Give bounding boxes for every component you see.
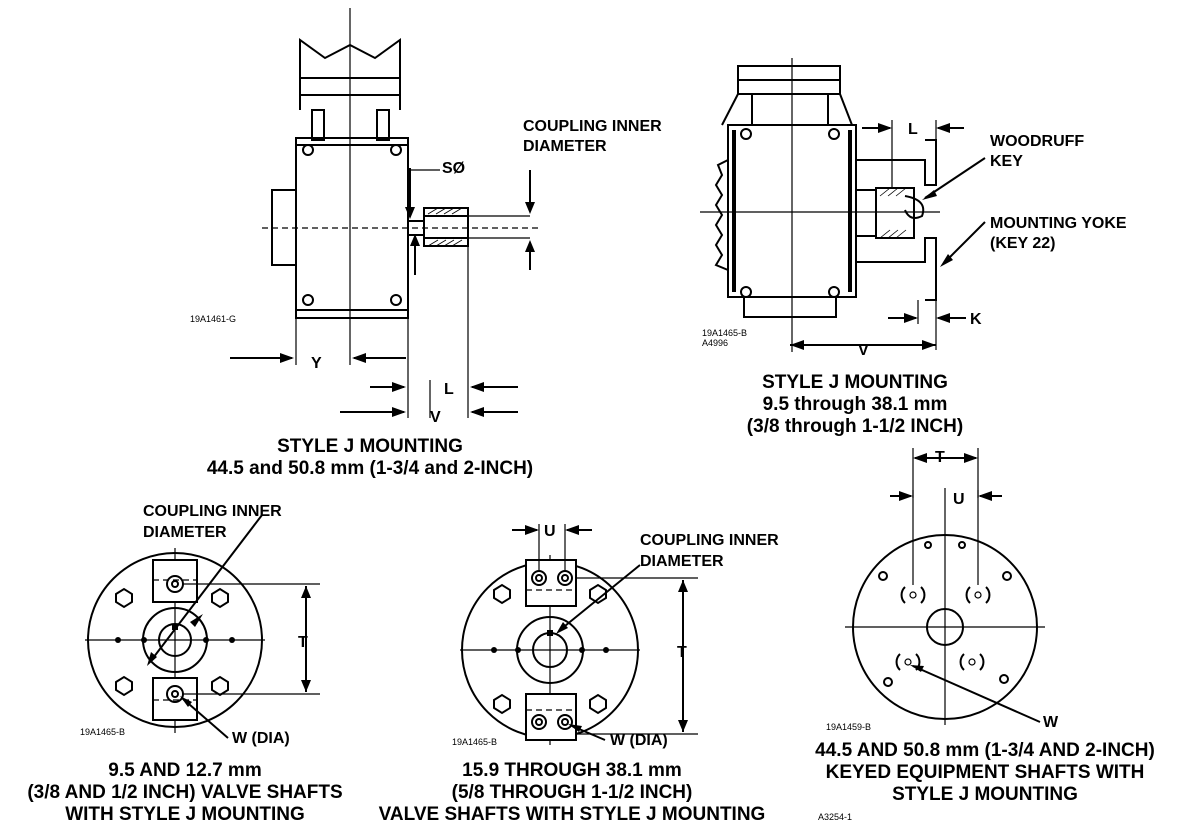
t-dimension-label-br: T xyxy=(935,449,945,466)
drawing-ref-bottom-left: 19A1465-B xyxy=(80,727,125,737)
coupling-inner-diameter-label-bm-2: DIAMETER xyxy=(640,553,724,570)
caption-top-right-line-1: STYLE J MOUNTING xyxy=(762,372,948,393)
drawing-ref-top-right-2: A4996 xyxy=(702,338,728,348)
woodruff-key-label: WOODRUFF xyxy=(990,133,1084,150)
sheet-ref: A3254-1 xyxy=(818,812,852,822)
caption-bottom-left-line-2: (3/8 AND 1/2 INCH) VALVE SHAFTS xyxy=(27,782,342,803)
caption-bottom-middle-line-1: 15.9 THROUGH 38.1 mm xyxy=(462,760,682,781)
view-top-right: L WOODRUFF KEY MOUNTING YOKE (KEY 22) K … xyxy=(700,58,1127,437)
coupling-inner-diameter-label-bl-2: DIAMETER xyxy=(143,524,227,541)
coupling-inner-diameter-label-2: DIAMETER xyxy=(523,138,607,155)
caption-bottom-middle-line-3: VALVE SHAFTS WITH STYLE J MOUNTING xyxy=(379,804,766,825)
u-dimension-label-bm: U xyxy=(544,523,556,540)
t-dimension-label-bl: T xyxy=(298,634,308,651)
w-diameter-label-bm: W (DIA) xyxy=(610,732,668,749)
caption-top-left-line-1: STYLE J MOUNTING xyxy=(277,436,463,457)
mounting-yoke-key-label: (KEY 22) xyxy=(990,235,1056,252)
drawing-ref-top-right: 19A1465-B xyxy=(702,328,747,338)
coupling-inner-diameter-label: COUPLING INNER xyxy=(523,118,662,135)
l-dimension-label: L xyxy=(444,381,454,398)
v-dimension-label: V xyxy=(430,409,441,426)
k-dimension-label: K xyxy=(970,311,982,328)
u-dimension-label-br: U xyxy=(953,491,965,508)
drawing-ref-top-left: 19A1461-G xyxy=(190,314,236,324)
caption-bottom-right-line-2: KEYED EQUIPMENT SHAFTS WITH xyxy=(826,762,1145,783)
coupling-inner-diameter-label-bm: COUPLING INNER xyxy=(640,532,779,549)
view-bottom-middle: U COUPLING INNER DIAMETER T W (DIA) 19A1… xyxy=(379,523,779,825)
w-label-br: W xyxy=(1043,714,1059,731)
y-dimension-label: Y xyxy=(311,355,322,372)
t-dimension-label-bm: T xyxy=(677,644,687,661)
woodruff-key-label-2: KEY xyxy=(990,153,1023,170)
drawing-ref-bottom-right: 19A1459-B xyxy=(826,722,871,732)
caption-bottom-left-line-3: WITH STYLE J MOUNTING xyxy=(65,804,305,825)
caption-bottom-right-line-1: 44.5 AND 50.8 mm (1-3/4 AND 2-INCH) xyxy=(815,740,1155,761)
v-dimension-label-right: V xyxy=(858,342,869,359)
view-bottom-right: T U W 19A1459-B 44.5 AND 50.8 mm (1-3/4 … xyxy=(815,448,1155,822)
coupling-inner-diameter-label-bl: COUPLING INNER xyxy=(143,503,282,520)
l-dimension-label-right: L xyxy=(908,121,918,138)
caption-bottom-left-line-1: 9.5 AND 12.7 mm xyxy=(108,760,261,781)
caption-bottom-middle-line-2: (5/8 THROUGH 1-1/2 INCH) xyxy=(452,782,693,803)
s-diameter-label: SØ xyxy=(442,160,465,177)
view-bottom-left: COUPLING INNER DIAMETER T W (DIA) 19A146… xyxy=(27,503,342,825)
w-diameter-label-bl: W (DIA) xyxy=(232,730,290,747)
caption-bottom-right-line-3: STYLE J MOUNTING xyxy=(892,784,1078,805)
drawing-ref-bottom-middle: 19A1465-B xyxy=(452,737,497,747)
mounting-yoke-label: MOUNTING YOKE xyxy=(990,215,1127,232)
caption-top-left-line-2: 44.5 and 50.8 mm (1-3/4 and 2-INCH) xyxy=(207,458,533,479)
view-top-left: COUPLING INNER DIAMETER SØ Y L V 19A1461… xyxy=(190,8,662,479)
caption-top-right-line-3: (3/8 through 1-1/2 INCH) xyxy=(747,416,963,437)
caption-top-right-line-2: 9.5 through 38.1 mm xyxy=(763,394,948,415)
